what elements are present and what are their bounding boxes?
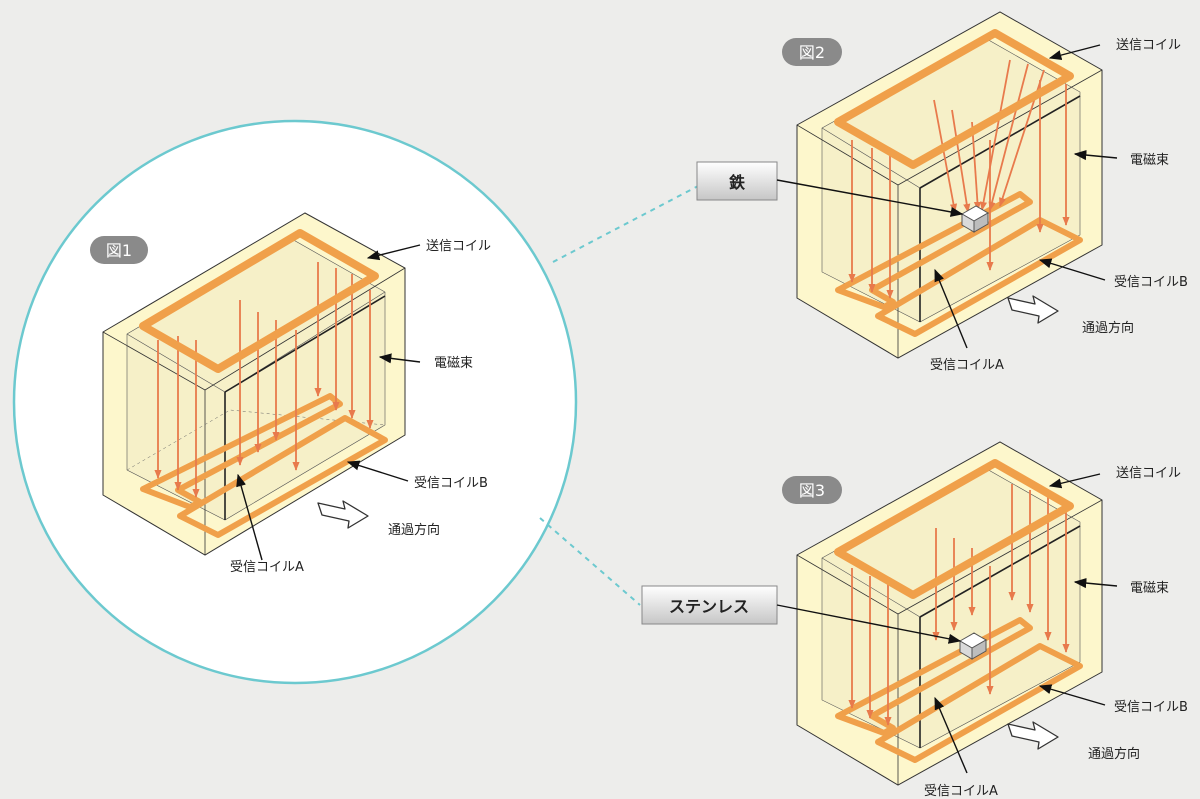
receive-coil-a-label: 受信コイルA [930,358,1004,373]
material-label-box [696,161,778,201]
flux-arrows [848,484,1070,726]
figure-badge-label: 図1 [106,241,132,260]
direction-label: 通過方向 [1088,746,1140,762]
figure-badge [90,236,148,264]
direction-arrow-icon [1007,295,1059,324]
receive-coil-b-label: 受信コイルB [1114,700,1188,715]
direction-label: 通過方向 [1082,320,1134,336]
direction-arrow-icon [1007,721,1059,750]
figure-badge-label: 図3 [799,481,825,500]
figure-badge-label: 図2 [799,43,825,62]
stainless-object [959,632,987,660]
receive-coil-b-label: 受信コイルB [1114,275,1188,290]
material-label: 鉄 [729,173,745,192]
transmit-coil-label: 送信コイル [426,239,491,254]
receive-coil-b [875,217,1083,337]
transmit-coil [834,29,1074,169]
figure-badge [782,476,842,504]
receive-coil-b [177,415,388,538]
iron-object [961,205,989,233]
connector-line-upper [552,184,701,263]
receive-coil-b-label: 受信コイルB [414,476,488,491]
flux-arrows [154,262,374,498]
direction-label: 通過方向 [388,522,440,538]
figure-3: 図3 ステンレス 送信コイル 電磁束 受信コイルB 受信コイルA 通過方向 [641,441,1188,799]
material-label: ステンレス [669,597,749,616]
figure-badge [782,38,842,66]
receive-coil-a-label: 受信コイルA [230,560,304,575]
flux-label: 電磁束 [434,356,473,371]
transmit-coil-label: 送信コイル [1116,38,1181,53]
figure-2: 図2 鉄 送信コイル 電磁束 受信コイルB 受信コイルA 通過方向 [696,11,1188,373]
flux-label: 電磁束 [1130,581,1169,596]
connector-line-lower [539,517,641,606]
receive-coil-a-label: 受信コイルA [924,784,998,799]
direction-arrow-icon [317,500,369,529]
flux-label: 電磁束 [1130,153,1169,168]
transmit-coil [139,229,379,373]
transmit-coil-label: 送信コイル [1116,466,1181,481]
receive-coil-b [875,643,1083,763]
transmit-coil [834,459,1074,599]
figure-1: 図1 送信コイル 電磁束 受信コイルB 受信コイルA 通過方向 [90,212,491,575]
